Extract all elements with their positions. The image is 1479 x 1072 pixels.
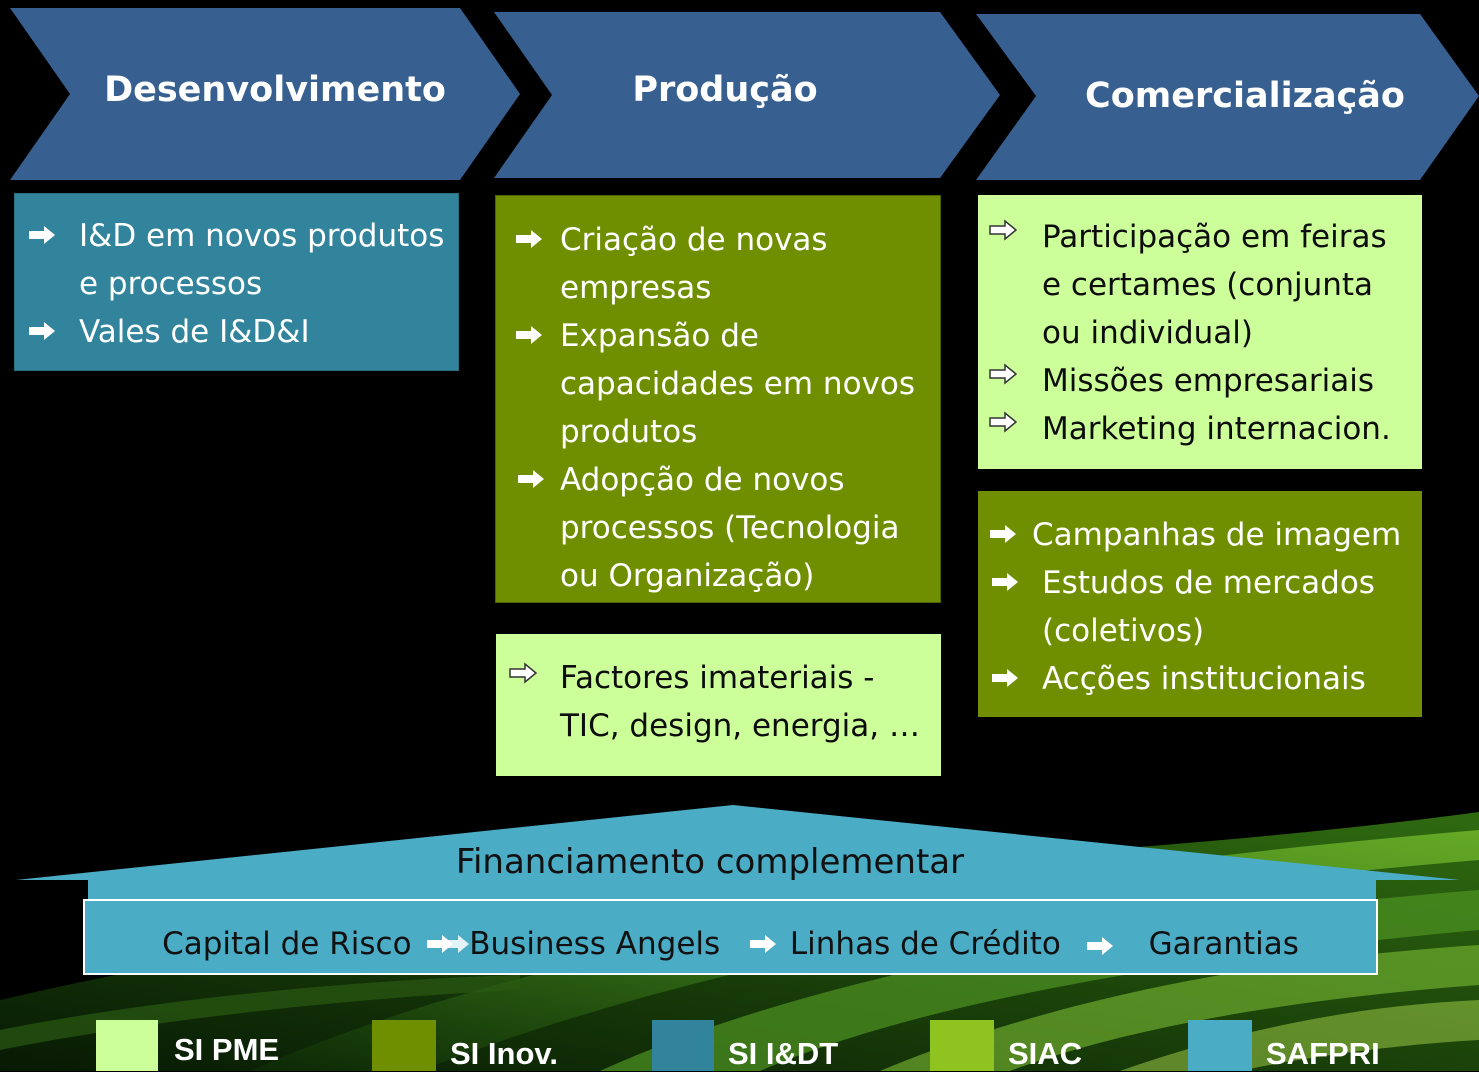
list-item: Marketing internacion. bbox=[989, 405, 1412, 453]
list-item: Factores imateriais - TIC, design, energ… bbox=[509, 654, 923, 750]
list-item-label: Marketing internacion. bbox=[1042, 411, 1391, 447]
financing-roof bbox=[16, 805, 1460, 900]
arrow-right-icon bbox=[425, 933, 470, 955]
list-item: Criação de novas empresas bbox=[516, 216, 922, 312]
legend-label: SI PME bbox=[174, 1032, 280, 1067]
financing-item-business-angels: Business Angels bbox=[469, 926, 721, 962]
list-item-label: I&D em novos produtos e processos bbox=[79, 218, 445, 302]
arrow-right-icon bbox=[748, 933, 778, 955]
legend-label: SI Inov. bbox=[450, 1036, 558, 1071]
legend-label: SAFPRI bbox=[1266, 1036, 1380, 1071]
list-item: Vales de I&D&I bbox=[29, 308, 458, 356]
process-chevrons bbox=[10, 8, 1479, 180]
list-item: Estudos de mercados (coletivos) bbox=[992, 559, 1412, 655]
producao-list: Criação de novas empresas Expansão de ca… bbox=[516, 216, 922, 600]
arrow-right-icon bbox=[988, 523, 1018, 545]
desenvolvimento-list: I&D em novos produtos e processos Vales … bbox=[29, 212, 458, 356]
financing-item-capital-risco: Capital de Risco bbox=[162, 926, 412, 962]
financing-base bbox=[83, 899, 1378, 975]
list-item-label: Vales de I&D&I bbox=[79, 314, 310, 350]
arrow-right-icon bbox=[27, 320, 57, 342]
arrow-right-icon bbox=[1085, 935, 1115, 957]
financing-item-linhas-credito: Linhas de Crédito bbox=[789, 926, 1061, 962]
legend-label: SIAC bbox=[1008, 1036, 1083, 1071]
list-item-label: Acções institucionais bbox=[1042, 661, 1366, 697]
legend-label: SI I&DT bbox=[728, 1036, 839, 1071]
list-item-label: Campanhas de imagem bbox=[1032, 517, 1402, 553]
list-item-label: Expansão de capacidades em novos produto… bbox=[560, 318, 916, 450]
list-item-label: Criação de novas empresas bbox=[560, 222, 828, 306]
list-item-label: Estudos de mercados (coletivos) bbox=[1042, 565, 1375, 649]
comercializacao-dark-list: Campanhas de imagem Estudos de mercados … bbox=[990, 511, 1412, 703]
stage-title-desenvolvimento: Desenvolvimento bbox=[104, 70, 446, 110]
arrow-right-icon bbox=[514, 228, 544, 250]
list-item: Acções institucionais bbox=[992, 655, 1412, 703]
arrow-right-icon bbox=[988, 363, 1018, 385]
financing-title: Financiamento complementar bbox=[455, 842, 965, 882]
legend-swatch bbox=[930, 1020, 994, 1071]
producao-light-box: Factores imateriais - TIC, design, energ… bbox=[496, 634, 941, 776]
desenvolvimento-box: I&D em novos produtos e processos Vales … bbox=[14, 193, 459, 371]
producao-box: Criação de novas empresas Expansão de ca… bbox=[495, 195, 941, 603]
chevron-comercializacao bbox=[976, 14, 1479, 180]
list-item-label: Adopção de novos processos (Tecnologia o… bbox=[560, 462, 900, 594]
legend-swatch bbox=[96, 1020, 158, 1071]
chevron-desenvolvimento bbox=[10, 8, 520, 180]
arrow-right-icon bbox=[508, 662, 538, 684]
list-item: Expansão de capacidades em novos produto… bbox=[516, 312, 922, 456]
arrow-right-icon bbox=[514, 324, 544, 346]
comercializacao-light-list: Participação em feiras e certames (conju… bbox=[989, 213, 1412, 453]
arrow-right-icon bbox=[990, 571, 1020, 593]
financing-items: Capital de Risco Business Angels Linhas … bbox=[84, 926, 1377, 962]
producao-light-list: Factores imateriais - TIC, design, energ… bbox=[509, 654, 923, 750]
arrow-right-icon bbox=[988, 219, 1018, 241]
arrow-right-icon bbox=[27, 224, 57, 246]
financing-shape bbox=[16, 805, 1460, 975]
list-item: I&D em novos produtos e processos bbox=[29, 212, 458, 308]
financing-item-garantias: Garantias bbox=[1148, 926, 1299, 962]
list-item-label: Participação em feiras e certames (conju… bbox=[1042, 219, 1387, 351]
arrow-right-icon bbox=[516, 468, 546, 490]
legend-swatch bbox=[372, 1020, 436, 1071]
legend-swatch bbox=[652, 1020, 714, 1071]
legend-swatch bbox=[1188, 1020, 1252, 1071]
list-item: Campanhas de imagem bbox=[990, 511, 1412, 559]
chevron-producao bbox=[494, 12, 1000, 178]
stage-title-comercializacao: Comercialização bbox=[1085, 76, 1405, 116]
list-item-label: Missões empresariais bbox=[1042, 363, 1375, 399]
list-item: Participação em feiras e certames (conju… bbox=[989, 213, 1412, 357]
comercializacao-light-box: Participação em feiras e certames (conju… bbox=[978, 195, 1422, 469]
list-item: Adopção de novos processos (Tecnologia o… bbox=[518, 456, 922, 600]
list-item: Missões empresariais bbox=[989, 357, 1412, 405]
list-item-label: Factores imateriais - TIC, design, energ… bbox=[560, 660, 920, 744]
arrow-right-icon bbox=[990, 667, 1020, 689]
comercializacao-dark-box: Campanhas de imagem Estudos de mercados … bbox=[978, 491, 1422, 717]
stage-title-producao: Produção bbox=[632, 70, 818, 110]
arrow-right-icon bbox=[988, 411, 1018, 433]
